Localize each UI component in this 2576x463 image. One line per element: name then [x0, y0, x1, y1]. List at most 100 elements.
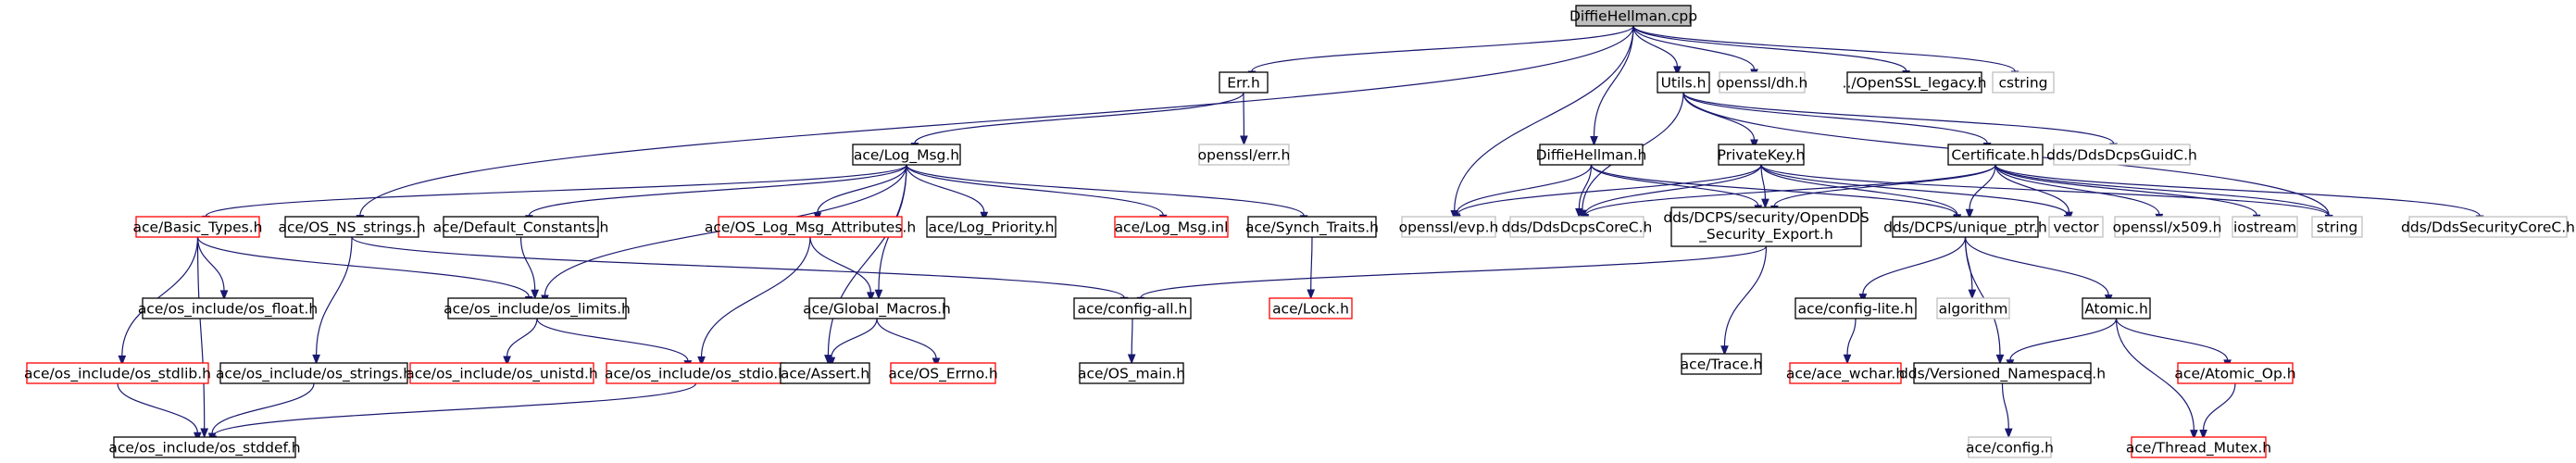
node-os-float-h[interactable]: ace/os_include/os_float.h: [138, 297, 318, 319]
node-iostream[interactable]: iostream: [2232, 216, 2298, 238]
node-label: dds/Versioned_Namespace.h: [1899, 366, 2106, 383]
edge-line: [211, 382, 315, 434]
node-versioned-namespace-h[interactable]: dds/Versioned_Namespace.h: [1899, 362, 2106, 384]
node-config-all-h[interactable]: ace/config-all.h: [1073, 297, 1192, 319]
node-ace-wchar-h[interactable]: ace/ace_wchar.h: [1786, 362, 1905, 384]
edge-opendds-security-export-h-to-trace-h: [1720, 245, 1768, 357]
node-box: [1913, 362, 2092, 384]
node-atomic-op-h[interactable]: ace/Atomic_Op.h: [2174, 362, 2296, 384]
edge-unique-ptr-h-to-atomic-h: [1964, 236, 2113, 305]
node-opendds-security-export-h[interactable]: dds/DCPS/security/OpenDDS_Security_Expor…: [1663, 206, 1869, 247]
node-os-ns-strings-h[interactable]: ace/OS_NS_strings.h: [278, 216, 426, 238]
node-diffiehellman-h[interactable]: DiffieHellman.h: [1536, 144, 1647, 166]
node-ddsdcpsguidc-h[interactable]: dds/DdsDcpsGuidC.h: [2046, 144, 2197, 166]
node-lock-h[interactable]: ace/Lock.h: [1269, 297, 1353, 319]
node-label: ace/config-all.h: [1078, 301, 1188, 318]
edge-arrowhead: [1307, 289, 1316, 300]
edge-arrowhead: [2004, 428, 2013, 439]
node-vector[interactable]: vector: [2048, 216, 2104, 238]
node-thread-mutex-h[interactable]: ace/Thread_Mutex.h: [2126, 436, 2271, 458]
edge-line: [212, 382, 697, 437]
node-utils-h[interactable]: Utils.h: [1657, 71, 1710, 94]
node-err-h[interactable]: Err.h: [1219, 71, 1269, 94]
edge-line: [1590, 164, 1759, 206]
node-os-stddef-h[interactable]: ace/os_include/os_stddef.h: [108, 436, 301, 458]
node-openssl-evp-h[interactable]: openssl/evp.h: [1399, 216, 1499, 238]
node-diffiehellman-cpp[interactable]: DiffieHellman.cpp: [1569, 5, 1697, 27]
edge-line: [1723, 245, 1768, 346]
node-assert-h[interactable]: ace/Assert.h: [780, 362, 870, 384]
edge-arrowhead: [874, 289, 883, 300]
node-privatekey-h[interactable]: PrivateKey.h: [1718, 144, 1806, 166]
edge-err-h-to-openssl-err-h: [1240, 92, 1248, 146]
node-box: [1079, 362, 1184, 384]
node-os-main-h[interactable]: ace/OS_main.h: [1078, 362, 1185, 384]
node-box: [219, 362, 408, 384]
edge-atomic-op-h-to-thread-mutex-h: [2199, 382, 2236, 440]
node-global-macros-h[interactable]: ace/Global_Macros.h: [803, 297, 951, 319]
edge-arrowhead: [1968, 289, 1977, 300]
node-openssl-dh-h[interactable]: openssl/dh.h: [1717, 71, 1808, 94]
node-box: [1401, 216, 1496, 238]
edge-line: [1995, 164, 2070, 213]
node-cstring[interactable]: cstring: [1992, 71, 2055, 94]
node-label: ace/config-lite.h: [1798, 301, 1914, 318]
edge-line: [1251, 25, 1634, 72]
node-os-strings-h[interactable]: ace/os_include/os_strings.h: [216, 362, 412, 384]
node-atomic-h[interactable]: Atomic.h: [2082, 297, 2151, 319]
node-string[interactable]: string: [2311, 216, 2363, 238]
node-trace-h[interactable]: ace/Trace.h: [1681, 353, 1763, 375]
edge-unique-ptr-h-to-config-lite-h: [1858, 236, 1967, 304]
edge-line: [1456, 164, 1762, 216]
node-os-stdlib-h[interactable]: ace/os_include/os_stdlib.h: [24, 362, 211, 384]
node-ace-config-h[interactable]: ace/config.h: [1966, 436, 2054, 458]
node-box: [2177, 362, 2294, 384]
node-log-msg-inl[interactable]: ace/Log_Msg.inl: [1114, 216, 1229, 238]
edge-line: [506, 318, 538, 357]
node-box: [142, 297, 314, 319]
node-label: openssl/x509.h: [2113, 219, 2222, 236]
node-algorithm[interactable]: algorithm: [1936, 297, 2010, 319]
node-openssl-err-h[interactable]: openssl/err.h: [1198, 144, 1291, 166]
node-os-unistd-h[interactable]: ace/os_include/os_unistd.h: [406, 362, 598, 384]
node-os-stdio-h[interactable]: ace/os_include/os_stdio.h: [605, 362, 787, 384]
node-label: _Security_Export.h: [1698, 226, 1833, 244]
node-unique-ptr-h[interactable]: dds/DCPS/unique_ptr.h: [1883, 216, 2047, 238]
node-os-errno-h[interactable]: ace/OS_Errno.h: [888, 362, 998, 384]
node-openssl-legacy-h[interactable]: ../OpenSSL_legacy.h: [1843, 71, 1987, 94]
edge-line: [1995, 164, 2257, 216]
edge-line: [1632, 25, 1907, 71]
edge-line: [315, 236, 353, 356]
node-os-limits-h[interactable]: ace/os_include/os_limits.h: [444, 297, 631, 319]
node-os-log-msg-attributes-h[interactable]: ace/OS_Log_Msg_Attributes.h: [705, 216, 916, 238]
node-ddssecuritycorec-h[interactable]: dds/DdsSecurityCoreC.h: [2401, 216, 2575, 238]
edge-privatekey-h-to-opendds-security-export-h: [1760, 164, 1769, 209]
node-box: [1198, 144, 1290, 166]
edge-line: [205, 164, 907, 217]
node-label: Utils.h: [1661, 75, 1707, 92]
node-ddsdcpscorec-h[interactable]: dds/DdsDcpsCoreC.h: [1502, 216, 1653, 238]
node-label: openssl/evp.h: [1399, 219, 1499, 236]
edge-line: [359, 25, 1634, 216]
node-config-lite-h[interactable]: ace/config-lite.h: [1794, 297, 1917, 319]
node-default-constants-h[interactable]: ace/Default_Constants.h: [433, 216, 609, 238]
node-basic-types-h[interactable]: ace/Basic_Types.h: [133, 216, 263, 238]
node-label: dds/DdsSecurityCoreC.h: [2401, 219, 2575, 236]
node-certificate-h[interactable]: Certificate.h: [1947, 144, 2044, 166]
node-box: [1509, 216, 1644, 238]
node-label: DiffieHellman.cpp: [1569, 8, 1697, 25]
node-log-priority-h[interactable]: ace/Log_Priority.h: [926, 216, 1057, 238]
edge-line: [117, 382, 198, 433]
edge-opendds-security-export-h-to-config-all-h: [1136, 245, 1768, 307]
edge-synch-traits-h-to-lock-h: [1307, 236, 1316, 300]
edge-arrowhead: [118, 355, 127, 366]
node-box: [780, 362, 870, 384]
node-label: openssl/dh.h: [1717, 75, 1808, 92]
node-log-msg-h[interactable]: ace/Log_Msg.h: [852, 144, 961, 166]
edge-log-msg-h-to-synch-traits-h: [906, 164, 1308, 226]
edge-line: [1760, 164, 1767, 200]
edge-line: [121, 236, 199, 357]
node-synch-traits-h[interactable]: ace/Synch_Traits.h: [1245, 216, 1379, 238]
node-label: DiffieHellman.h: [1536, 147, 1647, 164]
node-openssl-x509-h[interactable]: openssl/x509.h: [2113, 216, 2222, 238]
